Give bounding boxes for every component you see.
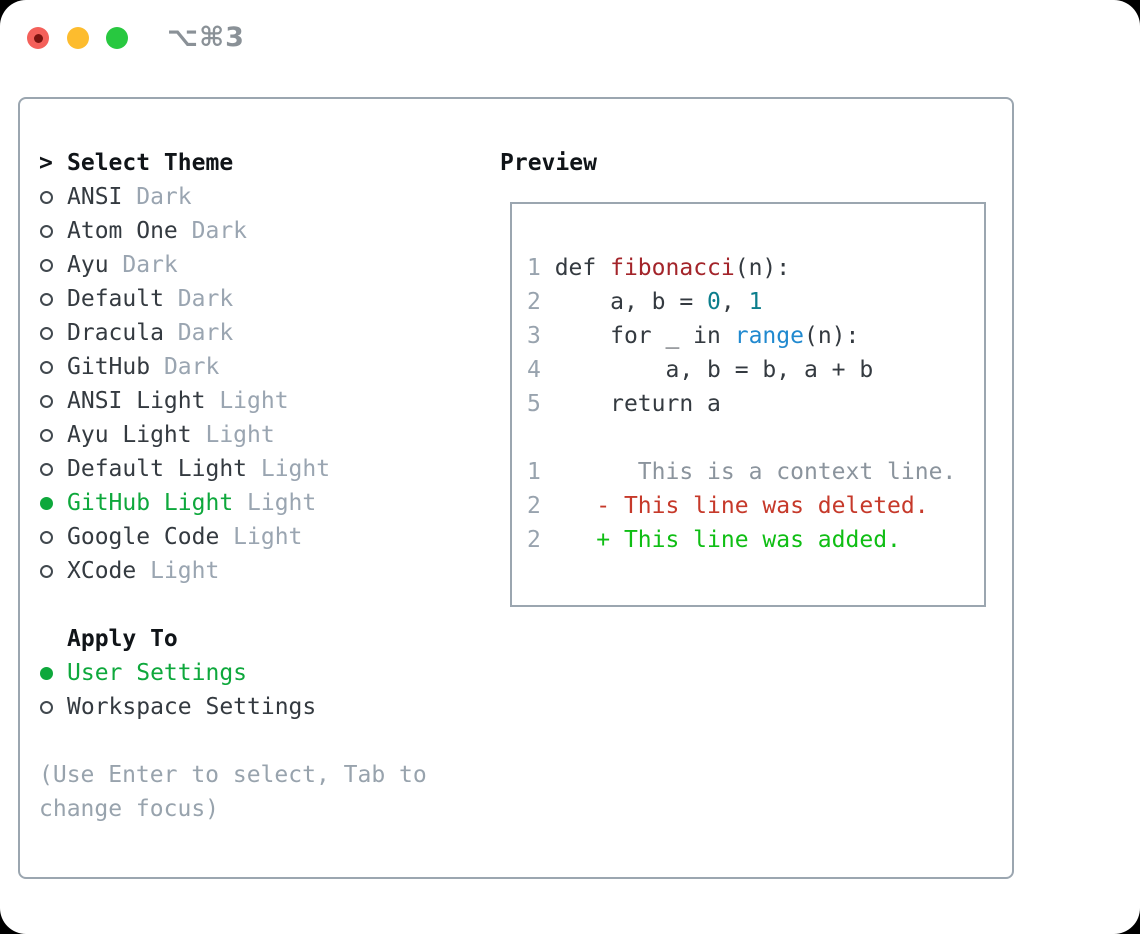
- radio-unselected-icon: [40, 360, 53, 374]
- apply-to-option-user-settings[interactable]: User Settings: [39, 656, 316, 690]
- close-modified-dot-icon: [33, 33, 43, 43]
- preview-box: [510, 202, 986, 607]
- cursor-icon: >: [39, 150, 53, 176]
- theme-variant-label: Dark: [191, 218, 248, 244]
- theme-option-ansi-light[interactable]: ANSI Light Light: [39, 384, 330, 418]
- theme-option-dracula[interactable]: Dracula Dark: [39, 316, 330, 350]
- preview-title: Preview: [500, 150, 597, 176]
- apply-to-option-workspace-settings[interactable]: Workspace Settings: [39, 690, 316, 724]
- keyboard-hint: (Use Enter to select, Tab to change focu…: [39, 762, 427, 822]
- theme-option-github-light[interactable]: GitHub Light Light: [39, 486, 330, 520]
- apply-to-header: Apply To: [39, 622, 316, 656]
- theme-variant-label: Dark: [136, 184, 192, 210]
- radio-unselected-icon: [40, 326, 53, 340]
- radio-unselected-icon: [40, 394, 53, 408]
- apply-to-option-label: Workspace Settings: [67, 694, 317, 720]
- code-line: 1 This is a context line.: [527, 459, 957, 485]
- radio-unselected-icon: [40, 258, 53, 272]
- theme-option-label: XCode: [67, 558, 137, 584]
- theme-option-label: Ayu Light: [67, 422, 192, 448]
- theme-option-label: GitHub: [67, 354, 151, 380]
- code-line: 1 def fibonacci(n):: [527, 255, 791, 281]
- radio-selected-icon: [40, 666, 53, 680]
- code-line: 3 for _ in range(n):: [527, 323, 860, 349]
- theme-list-title: Select Theme: [67, 150, 234, 176]
- theme-option-ayu-light[interactable]: Ayu Light Light: [39, 418, 330, 452]
- theme-option-google-code[interactable]: Google Code Light: [39, 520, 330, 554]
- radio-unselected-icon: [40, 700, 53, 714]
- theme-option-label: Dracula: [67, 320, 164, 346]
- theme-variant-label: Light: [150, 558, 220, 584]
- theme-option-xcode[interactable]: XCode Light: [39, 554, 330, 588]
- theme-option-label: Atom One: [67, 218, 178, 244]
- zoom-button[interactable]: [106, 27, 128, 49]
- theme-option-label: Default: [67, 286, 164, 312]
- theme-option-label: ANSI: [67, 184, 123, 210]
- radio-unselected-icon: [40, 462, 53, 476]
- apply-to-option-label: User Settings: [67, 660, 248, 686]
- apply-to-title: Apply To: [67, 626, 178, 652]
- theme-variant-label: Light: [205, 422, 275, 448]
- code-line-blank: [527, 421, 956, 455]
- theme-option-default-light[interactable]: Default Light Light: [39, 452, 330, 486]
- close-button[interactable]: [27, 27, 49, 49]
- code-line: 4 a, b = b, a + b: [527, 357, 874, 383]
- theme-option-label: GitHub Light: [67, 490, 234, 516]
- radio-unselected-icon: [40, 530, 53, 544]
- radio-selected-icon: [40, 496, 53, 510]
- theme-option-atom-one[interactable]: Atom One Dark: [39, 214, 330, 248]
- theme-variant-label: Light: [260, 456, 331, 482]
- theme-option-ansi[interactable]: ANSI Dark: [39, 180, 330, 214]
- window-shortcut-label: ⌥⌘3: [167, 22, 245, 53]
- radio-unselected-icon: [40, 292, 53, 306]
- code-line: 2 + This line was added.: [527, 527, 901, 553]
- radio-unselected-icon: [40, 564, 53, 578]
- theme-option-ayu[interactable]: Ayu Dark: [39, 248, 330, 282]
- theme-list-header: > Select Theme: [39, 146, 330, 180]
- theme-option-github[interactable]: GitHub Dark: [39, 350, 330, 384]
- code-line: 5 return a: [527, 391, 721, 417]
- theme-variant-label: Light: [247, 490, 317, 516]
- theme-option-default[interactable]: Default Dark: [39, 282, 330, 316]
- minimize-button[interactable]: [67, 27, 89, 49]
- theme-option-label: ANSI Light: [67, 388, 206, 414]
- radio-unselected-icon: [40, 428, 53, 442]
- theme-variant-label: Light: [219, 388, 289, 414]
- theme-variant-label: Dark: [122, 252, 178, 278]
- theme-option-label: Default Light: [67, 456, 248, 482]
- code-preview: 1 def fibonacci(n): 2 a, b = 0, 1 3 for _ …: [527, 251, 956, 557]
- code-line: 2 - This line was deleted.: [527, 493, 929, 519]
- theme-variant-label: Dark: [177, 286, 234, 312]
- theme-option-label: Ayu: [67, 252, 109, 278]
- code-line: 2 a, b = 0, 1: [527, 289, 763, 315]
- theme-variant-label: Dark: [163, 354, 220, 380]
- theme-option-label: Google Code: [67, 524, 220, 550]
- theme-variant-label: Dark: [177, 320, 234, 346]
- radio-unselected-icon: [40, 190, 53, 204]
- theme-variant-label: Light: [233, 524, 303, 550]
- radio-unselected-icon: [40, 224, 53, 238]
